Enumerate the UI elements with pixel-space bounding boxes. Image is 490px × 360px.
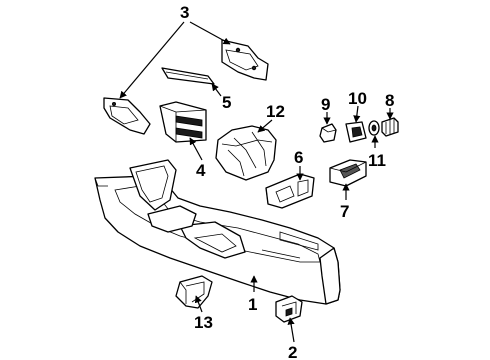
callout-9: 9 xyxy=(321,95,330,114)
socket-part xyxy=(381,117,399,137)
leader-3-lower xyxy=(119,21,185,99)
knob-part xyxy=(319,123,337,143)
leader-5 xyxy=(211,83,222,97)
leader-2 xyxy=(287,317,295,343)
callout-7: 7 xyxy=(340,202,349,221)
bracket-13-part xyxy=(175,275,213,309)
bracket-2-part xyxy=(275,295,303,323)
storage-bin-part xyxy=(159,101,207,143)
callout-labels: 3 5 4 12 6 7 9 10 11 8 1 2 13 xyxy=(180,3,394,360)
callout-12: 12 xyxy=(266,102,285,121)
washer-part xyxy=(368,120,380,136)
callout-2: 2 xyxy=(288,343,297,360)
console-body-part xyxy=(94,159,341,305)
callout-4: 4 xyxy=(196,161,206,180)
side-panel-upper-part xyxy=(221,39,269,81)
callout-11: 11 xyxy=(368,151,386,170)
callout-10: 10 xyxy=(348,89,367,108)
switch-part xyxy=(345,121,367,143)
leader-12 xyxy=(257,119,273,133)
switch-housing-part xyxy=(329,159,367,187)
leader-lines xyxy=(119,21,394,343)
callout-6: 6 xyxy=(294,148,303,167)
callout-1: 1 xyxy=(248,295,257,314)
shift-boot-part xyxy=(215,125,277,181)
callout-3: 3 xyxy=(180,3,189,22)
leader-10 xyxy=(353,105,361,123)
side-panel-lower-part xyxy=(103,97,151,135)
leader-3-upper xyxy=(189,21,231,45)
callout-8: 8 xyxy=(385,91,394,110)
trim-strip-part xyxy=(161,67,215,85)
callout-13: 13 xyxy=(194,313,213,332)
switch-bracket-part xyxy=(265,173,315,209)
leader-4 xyxy=(189,137,203,161)
callout-5: 5 xyxy=(222,93,231,112)
leader-13 xyxy=(194,295,203,313)
